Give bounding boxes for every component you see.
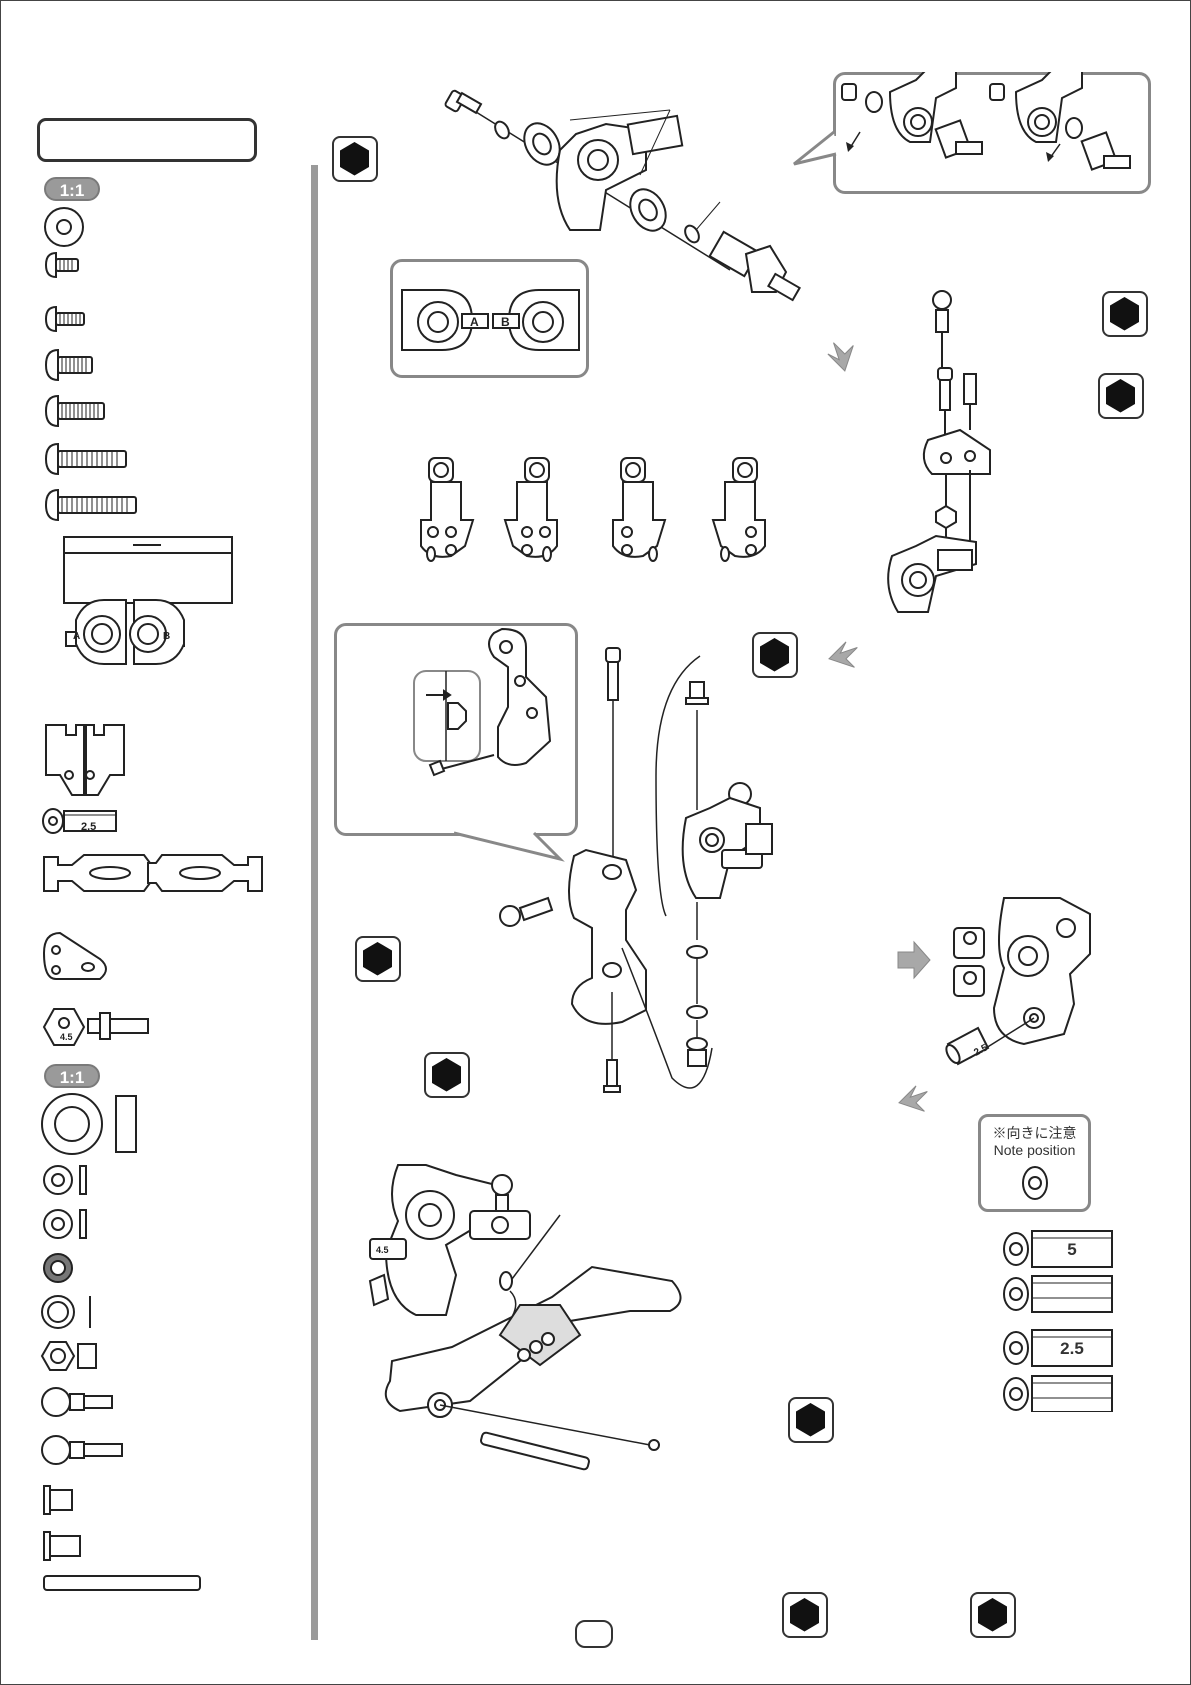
step-badge-9 <box>970 1592 1016 1638</box>
spacer-25-part <box>43 809 116 833</box>
steering-plate-part <box>44 933 106 979</box>
flow-arrow-3 <box>894 940 934 980</box>
step-badge-6 <box>424 1052 470 1098</box>
flow-arrow-4 <box>896 1080 936 1120</box>
note-english-text: Note position <box>981 1142 1088 1159</box>
screw-part-2 <box>46 307 84 331</box>
steering-arm-4 <box>713 458 765 561</box>
bearing-large-part <box>42 1094 136 1154</box>
screw-part-5 <box>46 444 126 474</box>
steering-arm-options <box>415 452 775 570</box>
bearing-small-part-1 <box>44 1166 86 1194</box>
suspension-arms-part <box>44 855 262 891</box>
collar-part-2 <box>44 1532 80 1560</box>
steering-arm-1 <box>421 458 473 561</box>
scale-badge-top: 1:1 <box>44 177 100 201</box>
note-spacer-icon <box>1015 1163 1055 1203</box>
o-ring-part <box>44 1254 72 1282</box>
shim-label-1: 5 <box>1032 1240 1112 1260</box>
steering-arm-3 <box>613 458 665 561</box>
spacer-25-label: 2.5 <box>81 821 96 833</box>
collar-part-1 <box>44 1486 72 1514</box>
bulkhead-part <box>46 725 124 795</box>
hex-45-label: 4.5 <box>60 1032 73 1042</box>
step-badge-5 <box>355 936 401 982</box>
page-number-box <box>575 1620 613 1648</box>
steering-arm-2 <box>505 458 557 561</box>
screw-top-diagram <box>444 90 481 113</box>
screw-part-4 <box>46 396 104 426</box>
hub-45-label: 4.5 <box>376 1245 389 1255</box>
shim-list: 5 2.5 <box>1000 1226 1118 1412</box>
washer-part <box>45 208 83 246</box>
screw-part-1 <box>46 253 78 277</box>
ball-stud-part-1 <box>42 1388 112 1416</box>
step-badge-2 <box>1102 291 1148 337</box>
shim-label-3: 2.5 <box>1032 1339 1112 1359</box>
step-badge-7 <box>788 1397 834 1443</box>
hub-label-a: A <box>73 631 80 642</box>
step-badge-1 <box>332 136 378 182</box>
column-divider <box>311 165 318 1640</box>
hub-label-b: B <box>163 631 170 642</box>
flow-arrow-1 <box>822 334 862 374</box>
note-position-box: ※向きに注意 Note position <box>978 1114 1091 1212</box>
step-badge-3 <box>1098 373 1144 419</box>
screw-part-3 <box>46 350 92 380</box>
note-japanese-text: ※向きに注意 <box>981 1125 1088 1142</box>
parts-title-box <box>37 118 257 162</box>
arm-assembly-bottom: 4.5 <box>360 1155 700 1495</box>
inset-label-b: B <box>501 315 510 329</box>
parts-table-box <box>64 537 232 603</box>
lock-nut-part <box>42 1342 96 1370</box>
hub-orientation-art: A B <box>398 270 583 370</box>
step-badge-8 <box>782 1592 828 1638</box>
detail-callout-top-art <box>790 72 1160 197</box>
inset-label-a: A <box>470 315 479 329</box>
parts-list-lower <box>36 1090 286 1600</box>
bearing-small-part-2 <box>44 1210 86 1238</box>
scale-badge-bottom: 1:1 <box>44 1064 100 1088</box>
knuckle-complete: 2.5 <box>940 888 1120 1078</box>
knuckle-assembly-center <box>490 640 790 1100</box>
shim-ring-part <box>42 1296 90 1328</box>
flow-arrow-2 <box>826 636 866 676</box>
screw-part-6 <box>46 490 136 520</box>
ball-stud-part-2 <box>42 1436 122 1464</box>
hinge-pin-part <box>44 1576 200 1590</box>
